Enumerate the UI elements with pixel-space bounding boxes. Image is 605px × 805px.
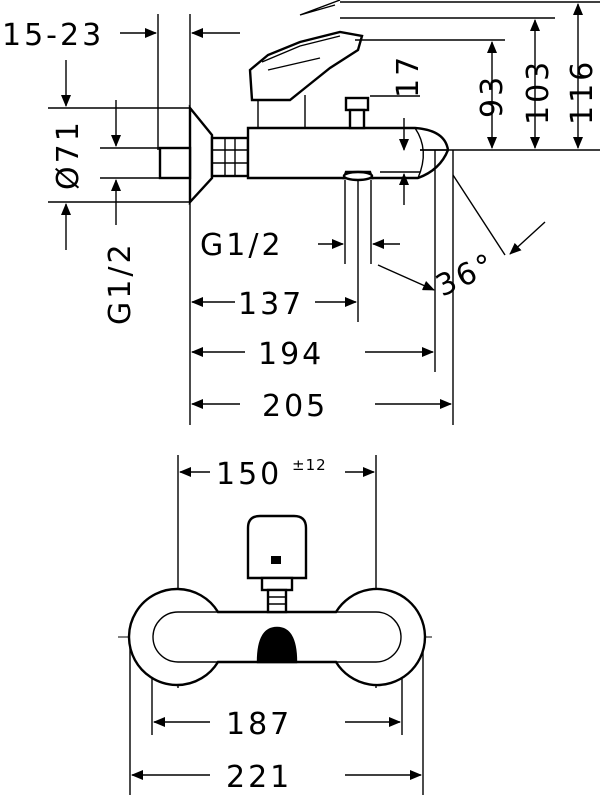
dimension-arrows xyxy=(61,3,583,409)
diverter-knob xyxy=(344,96,370,130)
mixer-body xyxy=(210,126,450,180)
dim-length-194: 194 xyxy=(258,337,324,372)
dim-outlet-thread: G1/2 xyxy=(200,228,284,263)
outlet-spout xyxy=(342,170,374,182)
dim-center-distance: 150 xyxy=(216,457,282,492)
handle-indicator xyxy=(271,556,281,564)
extension-lines xyxy=(48,1,600,425)
wall-flange xyxy=(158,104,214,206)
dim-inlet-thread: G1/2 xyxy=(103,241,138,325)
dim-length-205: 205 xyxy=(262,389,328,424)
dim-angle: 36° xyxy=(431,246,502,304)
dim-width-187: 187 xyxy=(226,707,292,742)
front-view: 150 ±12 187 221 xyxy=(118,455,436,795)
dim-wall-offset: 15-23 xyxy=(2,18,104,53)
dim-center-tolerance: ±12 xyxy=(292,456,327,474)
front-dimension-arrows xyxy=(131,467,422,780)
dim-length-137: 137 xyxy=(238,287,304,322)
dim-width-221: 221 xyxy=(226,760,292,795)
dim-height-93: 93 xyxy=(475,74,510,118)
dim-flange-diameter: Ø71 xyxy=(51,119,86,190)
side-view: 15-23 Ø71 G1/2 17 93 103 116 G1/2 36° 13… xyxy=(2,0,600,425)
dim-height-103: 103 xyxy=(521,59,556,125)
dim-outlet-height: 17 xyxy=(391,54,426,98)
front-body xyxy=(127,587,427,687)
front-handle xyxy=(246,514,308,614)
dim-height-116: 116 xyxy=(565,59,600,125)
lever-handle xyxy=(248,0,364,130)
